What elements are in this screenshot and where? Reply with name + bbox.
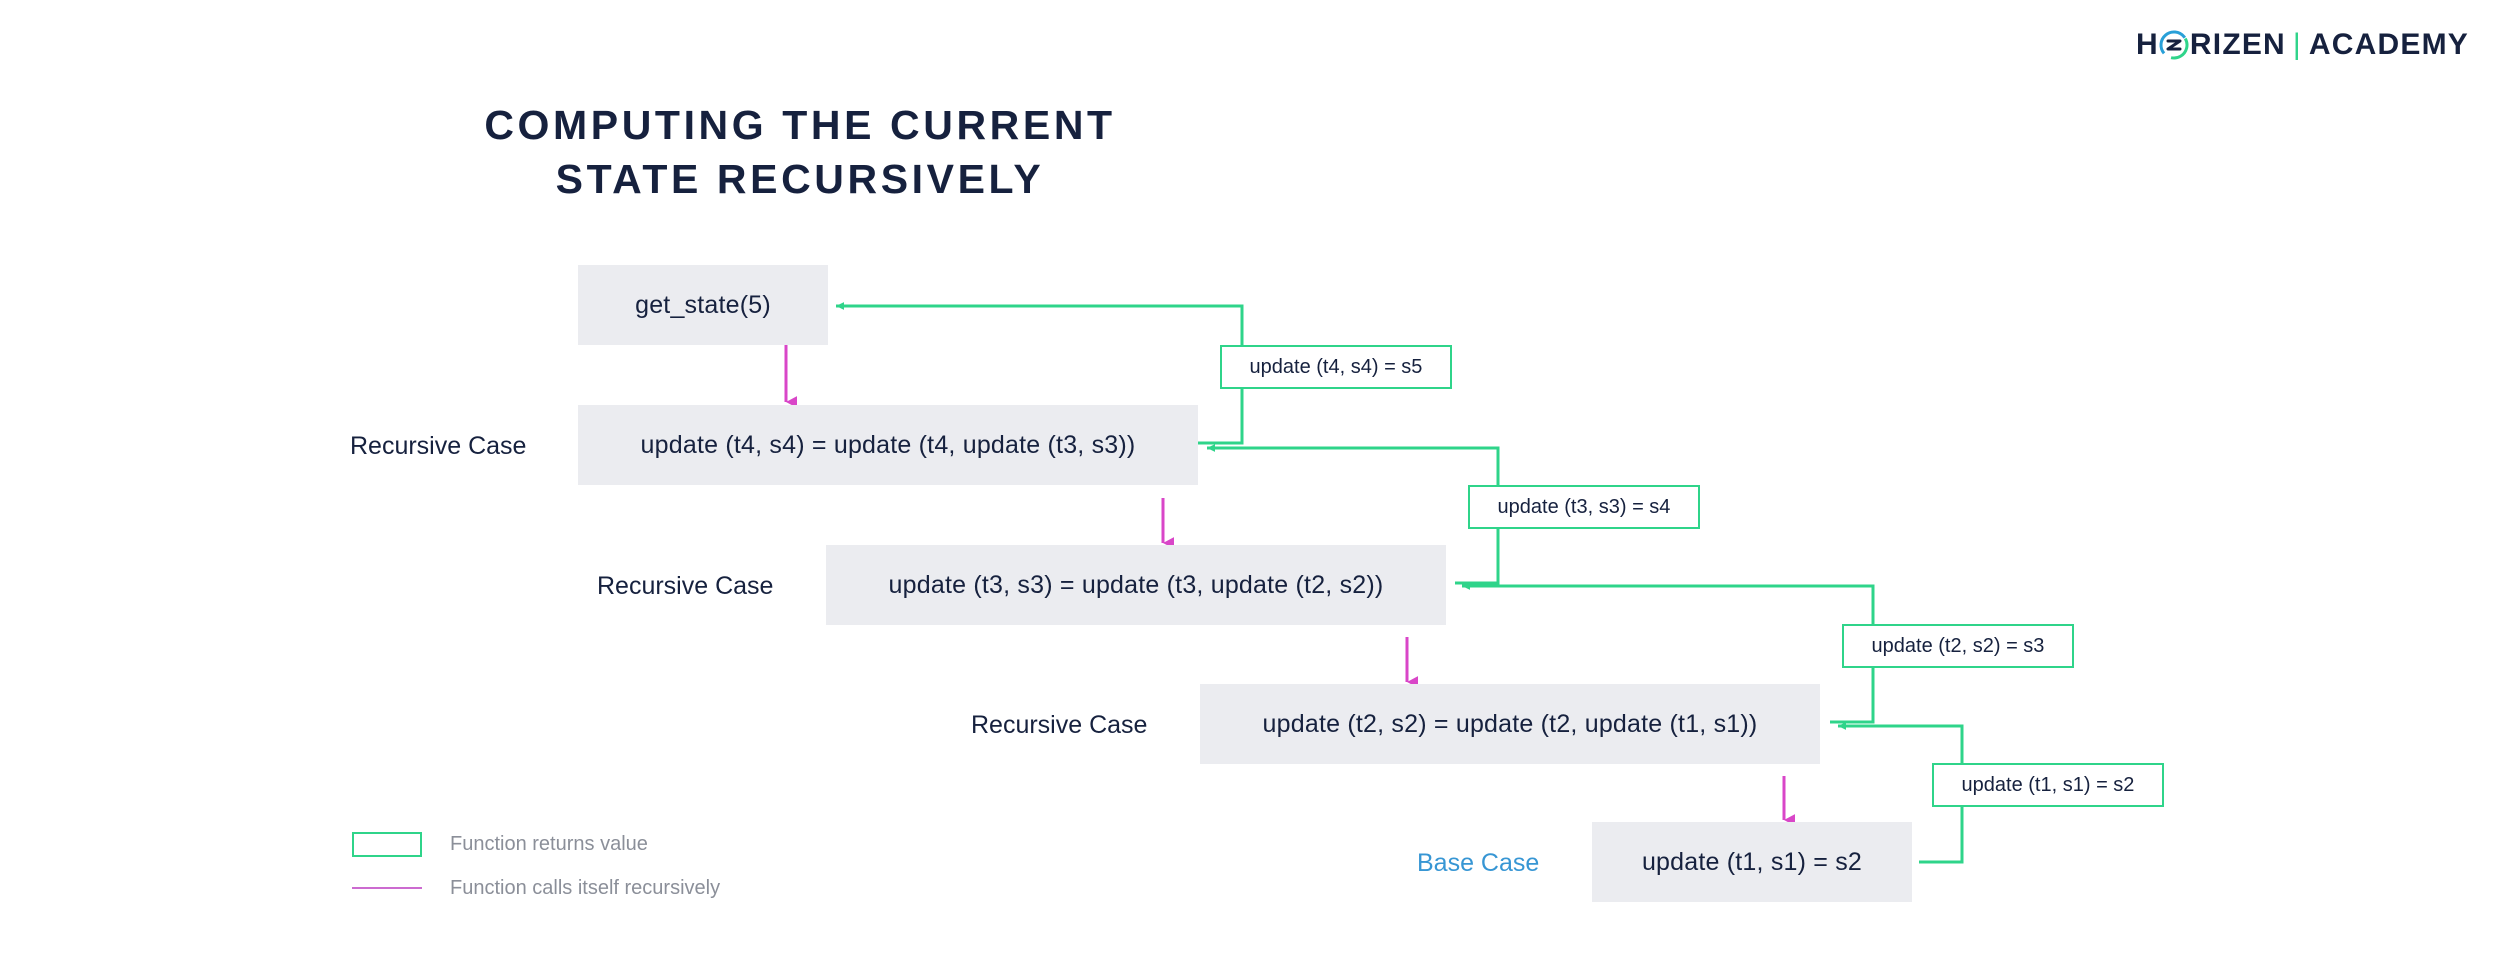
case-label-text: Recursive Case: [971, 711, 1148, 739]
horizen-swirl-icon: [2159, 30, 2189, 60]
case-label-text: Recursive Case: [597, 572, 774, 600]
legend-green-box-icon: [352, 831, 422, 857]
legend-label: Function returns value: [450, 832, 648, 855]
return-label-text: update (t1, s1) = s2: [1961, 773, 2135, 796]
node-label: get_state(5): [635, 290, 771, 319]
node-label: update (t3, s3) = update (t3, update (t2…: [888, 570, 1384, 599]
return-label-s2: update (t1, s1) = s2: [1932, 763, 2164, 807]
node-label: update (t2, s2) = update (t2, update (t1…: [1262, 709, 1758, 738]
brand-logo: H RIZEN | ACADEMY: [2136, 28, 2469, 62]
legend-label: Function calls itself recursively: [450, 876, 721, 899]
return-label-text: update (t3, s3) = s4: [1497, 495, 1671, 518]
node-update-t4: update (t4, s4) = update (t4, update (t3…: [578, 405, 1198, 485]
brand-name-orizen: RIZEN: [2189, 28, 2286, 61]
case-label-text: Base Case: [1417, 849, 1540, 877]
legend-item-recursive-call: Function calls itself recursively: [352, 866, 720, 910]
brand-name-h: H: [2136, 28, 2159, 61]
return-label-text: update (t2, s2) = s3: [1871, 634, 2045, 657]
return-label-s3: update (t2, s2) = s3: [1842, 624, 2074, 668]
case-label-row3: Recursive Case: [597, 572, 773, 601]
recursive-call-arrows: [784, 345, 1795, 826]
case-label-row5-base: Base Case: [1417, 849, 1539, 878]
node-update-t3: update (t3, s3) = update (t3, update (t2…: [826, 545, 1446, 625]
node-update-t2: update (t2, s2) = update (t2, update (t1…: [1200, 684, 1820, 764]
node-label: update (t4, s4) = update (t4, update (t3…: [640, 430, 1136, 459]
case-label-text: Recursive Case: [350, 432, 527, 460]
node-label: update (t1, s1) = s2: [1641, 847, 1863, 876]
case-label-row2: Recursive Case: [350, 432, 526, 461]
node-update-t1-base: update (t1, s1) = s2: [1592, 822, 1912, 902]
return-label-s5: update (t4, s4) = s5: [1220, 345, 1452, 389]
return-label-text: update (t4, s4) = s5: [1249, 355, 1423, 378]
brand-divider: |: [2292, 28, 2302, 61]
page-title: COMPUTING THE CURRENT STATE RECURSIVELY: [484, 102, 1116, 203]
legend-magenta-line-icon: [352, 887, 422, 889]
node-get-state: get_state(5): [578, 265, 828, 345]
brand-name-academy: ACADEMY: [2308, 28, 2469, 61]
legend: Function returns value Function calls it…: [352, 822, 720, 910]
return-label-s4: update (t3, s3) = s4: [1468, 485, 1700, 529]
case-label-row4: Recursive Case: [971, 711, 1147, 740]
legend-item-returns-value: Function returns value: [352, 822, 720, 866]
